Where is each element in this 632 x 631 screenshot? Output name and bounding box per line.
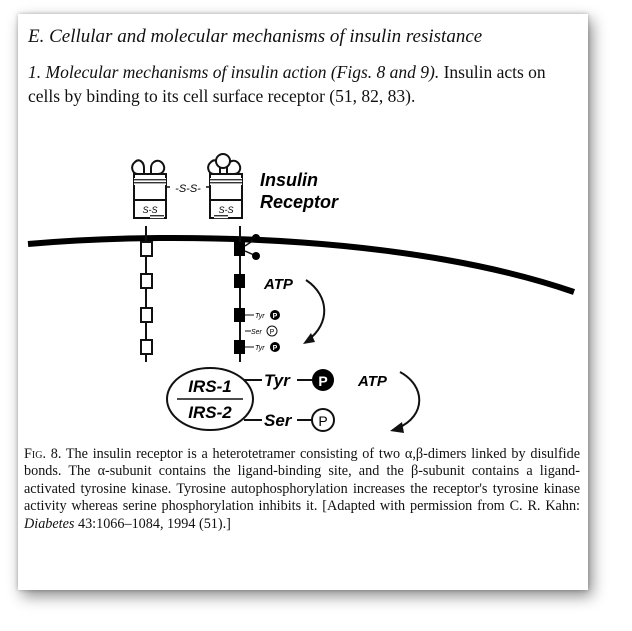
ser-phosphate-icon: [311, 408, 335, 432]
svg-text:P: P: [270, 329, 275, 336]
atp-label-2: ATP: [357, 373, 388, 390]
insulin-molecule-icon: [215, 153, 231, 169]
caption-text-1: The insulin receptor is a heterotetramer…: [24, 446, 580, 515]
insulin-receptor-figure: -S-S- S-S S-S Insulin Receptor: [18, 134, 588, 444]
phosphate-dot-icon: [252, 234, 260, 242]
svg-text:P: P: [318, 413, 327, 429]
ser-label: Ser: [264, 411, 293, 430]
phosphate-dot-icon: [252, 252, 260, 260]
caption-fig-label: Fig. 8.: [24, 446, 62, 462]
disulfide-label: -S-S-: [175, 183, 201, 195]
svg-text:P: P: [273, 313, 278, 320]
p-icon: [270, 310, 280, 320]
section-heading: E. Cellular and molecular mechanisms of …: [28, 26, 483, 47]
paper-page: E. Cellular and molecular mechanisms of …: [18, 14, 588, 590]
ss-right-label: S-S: [218, 205, 233, 215]
irs-group: IRS-1 IRS-2: [166, 367, 254, 431]
curved-arrow-2: [397, 371, 421, 429]
tyr-label: Tyr: [264, 371, 291, 390]
ser-small-label: Ser: [251, 329, 263, 336]
atp-label-1: ATP: [263, 276, 294, 293]
caption-journal: Diabetes: [24, 515, 75, 532]
tyr-small-label: Tyr: [255, 313, 265, 320]
p-icon: [270, 342, 280, 352]
body-paragraph: 1. Molecular mechanisms of insulin actio…: [28, 60, 580, 108]
curved-arrow-1: [305, 279, 326, 341]
svg-text:P: P: [273, 345, 278, 352]
beta-subunit-right: [234, 226, 260, 362]
receptor-diagram: -S-S- S-S S-S Insulin Receptor: [27, 153, 575, 433]
alpha-subunit-left: [131, 159, 167, 219]
paragraph-text: Insulin acts on cells by binding to its …: [28, 62, 546, 106]
p-icon: [266, 325, 278, 337]
irs1-label: IRS-1: [188, 377, 231, 396]
receptor-label-insulin: Insulin: [260, 170, 318, 190]
caption-text-2: 43:1066–1084, 1994 (51).]: [74, 515, 231, 532]
alpha-subunit-right: [207, 153, 243, 219]
ss-left-label: S-S: [142, 205, 157, 215]
svg-text:P: P: [318, 373, 327, 389]
receptor-label-receptor: Receptor: [260, 192, 339, 212]
paragraph-italic-lead: 1. Molecular mechanisms of insulin actio…: [28, 62, 440, 82]
tyr-small-label-2: Tyr: [255, 345, 265, 352]
figure-caption: Fig. 8. The insulin receptor is a hetero…: [24, 446, 580, 533]
irs2-label: IRS-2: [188, 403, 232, 422]
tyr-phosphate-icon: [312, 369, 334, 391]
beta-subunit-left: [140, 226, 153, 362]
cell-membrane: [27, 234, 575, 295]
